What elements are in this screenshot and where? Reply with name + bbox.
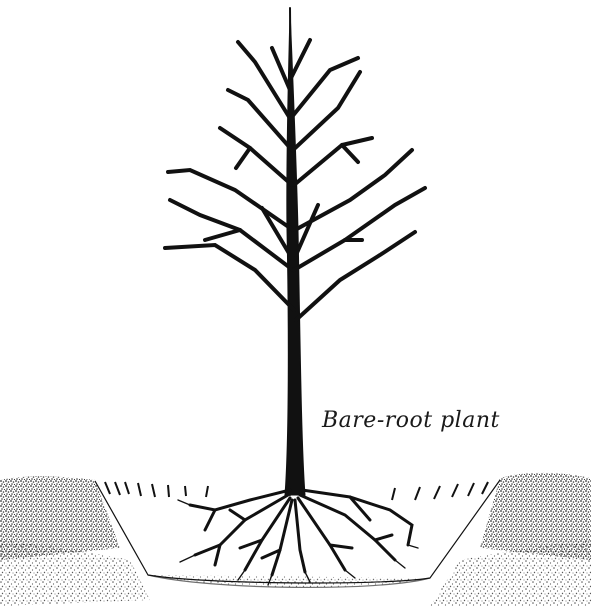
soil-mound-left <box>0 476 150 606</box>
diagram-caption: Bare-root plant <box>322 408 500 433</box>
roots <box>190 490 412 575</box>
tree <box>165 8 425 585</box>
